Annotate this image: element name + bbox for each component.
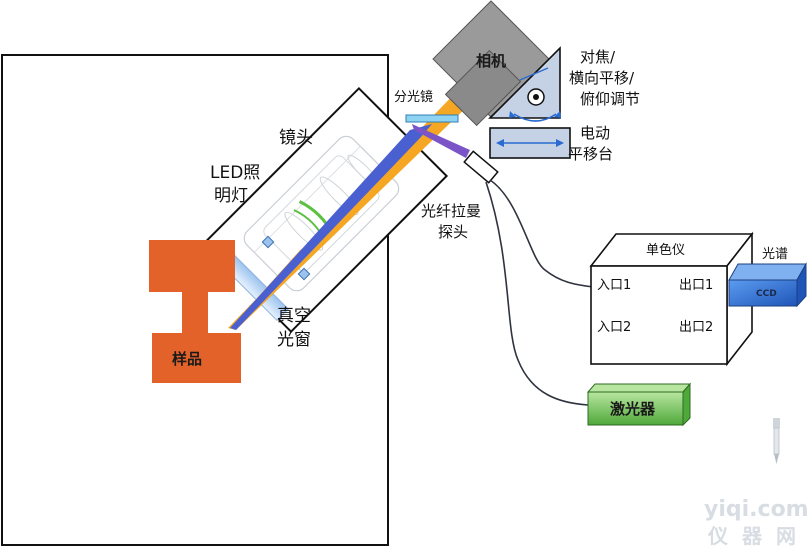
raman-beam-blue-to-probe [412,124,470,158]
focus-adjust-label-line1: 对焦/ [580,48,616,66]
beam-splitter-label: 分光镜 [394,90,433,105]
entrance-1-label: 入口1 [597,278,631,293]
tilt-arrow-icon [519,67,549,81]
motorized-stage-label-line1: 电动 [580,124,610,142]
sample-top-block [149,240,235,292]
fiber-to-monochromator [489,179,595,288]
sample-base [152,333,241,383]
spectrum-label: 光谱 [762,247,788,262]
motorized-stage-label-line2: 平移台 [568,145,613,163]
led-light-right [297,267,311,281]
vacuum-chamber [1,54,389,546]
laser-label: 激光器 [610,400,656,418]
entrance-2-label: 入口2 [597,320,631,335]
laser-source [586,382,692,427]
sample-label: 样品 [172,350,202,368]
fiber-to-laser [485,181,589,406]
exit-2-label: 出口2 [679,320,713,335]
focus-adjust-label-line3: 俯仰调节 [580,90,640,108]
ccd-label: CCD [756,289,777,299]
monochromator-label: 单色仪 [646,242,685,258]
lens-label: 镜头 [279,128,313,148]
led-light-label-line1: LED照 [210,163,260,183]
pen-icon [773,418,780,464]
focus-adjust-label-line2: 横向平移/ [569,69,635,87]
watermark-site: yiqi.com [704,497,809,522]
fiber-raman-probe-label-line1: 光纤拉曼 [421,202,481,220]
fiber-raman-probe-label-line2: 探头 [438,223,468,241]
led-light-label-line2: 明灯 [214,186,248,206]
camera-label: 相机 [476,52,506,70]
vacuum-window-label-line2: 光窗 [277,330,311,350]
raman-beam-blue [230,124,432,330]
sample-post [182,292,208,334]
ccd-detector [728,262,807,308]
lens-housing [201,86,449,334]
watermark-chars: 仪器网 [707,524,810,548]
rotate-arrow-icon [513,113,557,122]
fiber-raman-probe [463,150,499,184]
vacuum-window-label-line1: 真空 [277,306,311,326]
exit-1-label: 出口1 [679,278,713,293]
led-light-left [261,235,275,249]
beam-splitter [405,114,459,123]
